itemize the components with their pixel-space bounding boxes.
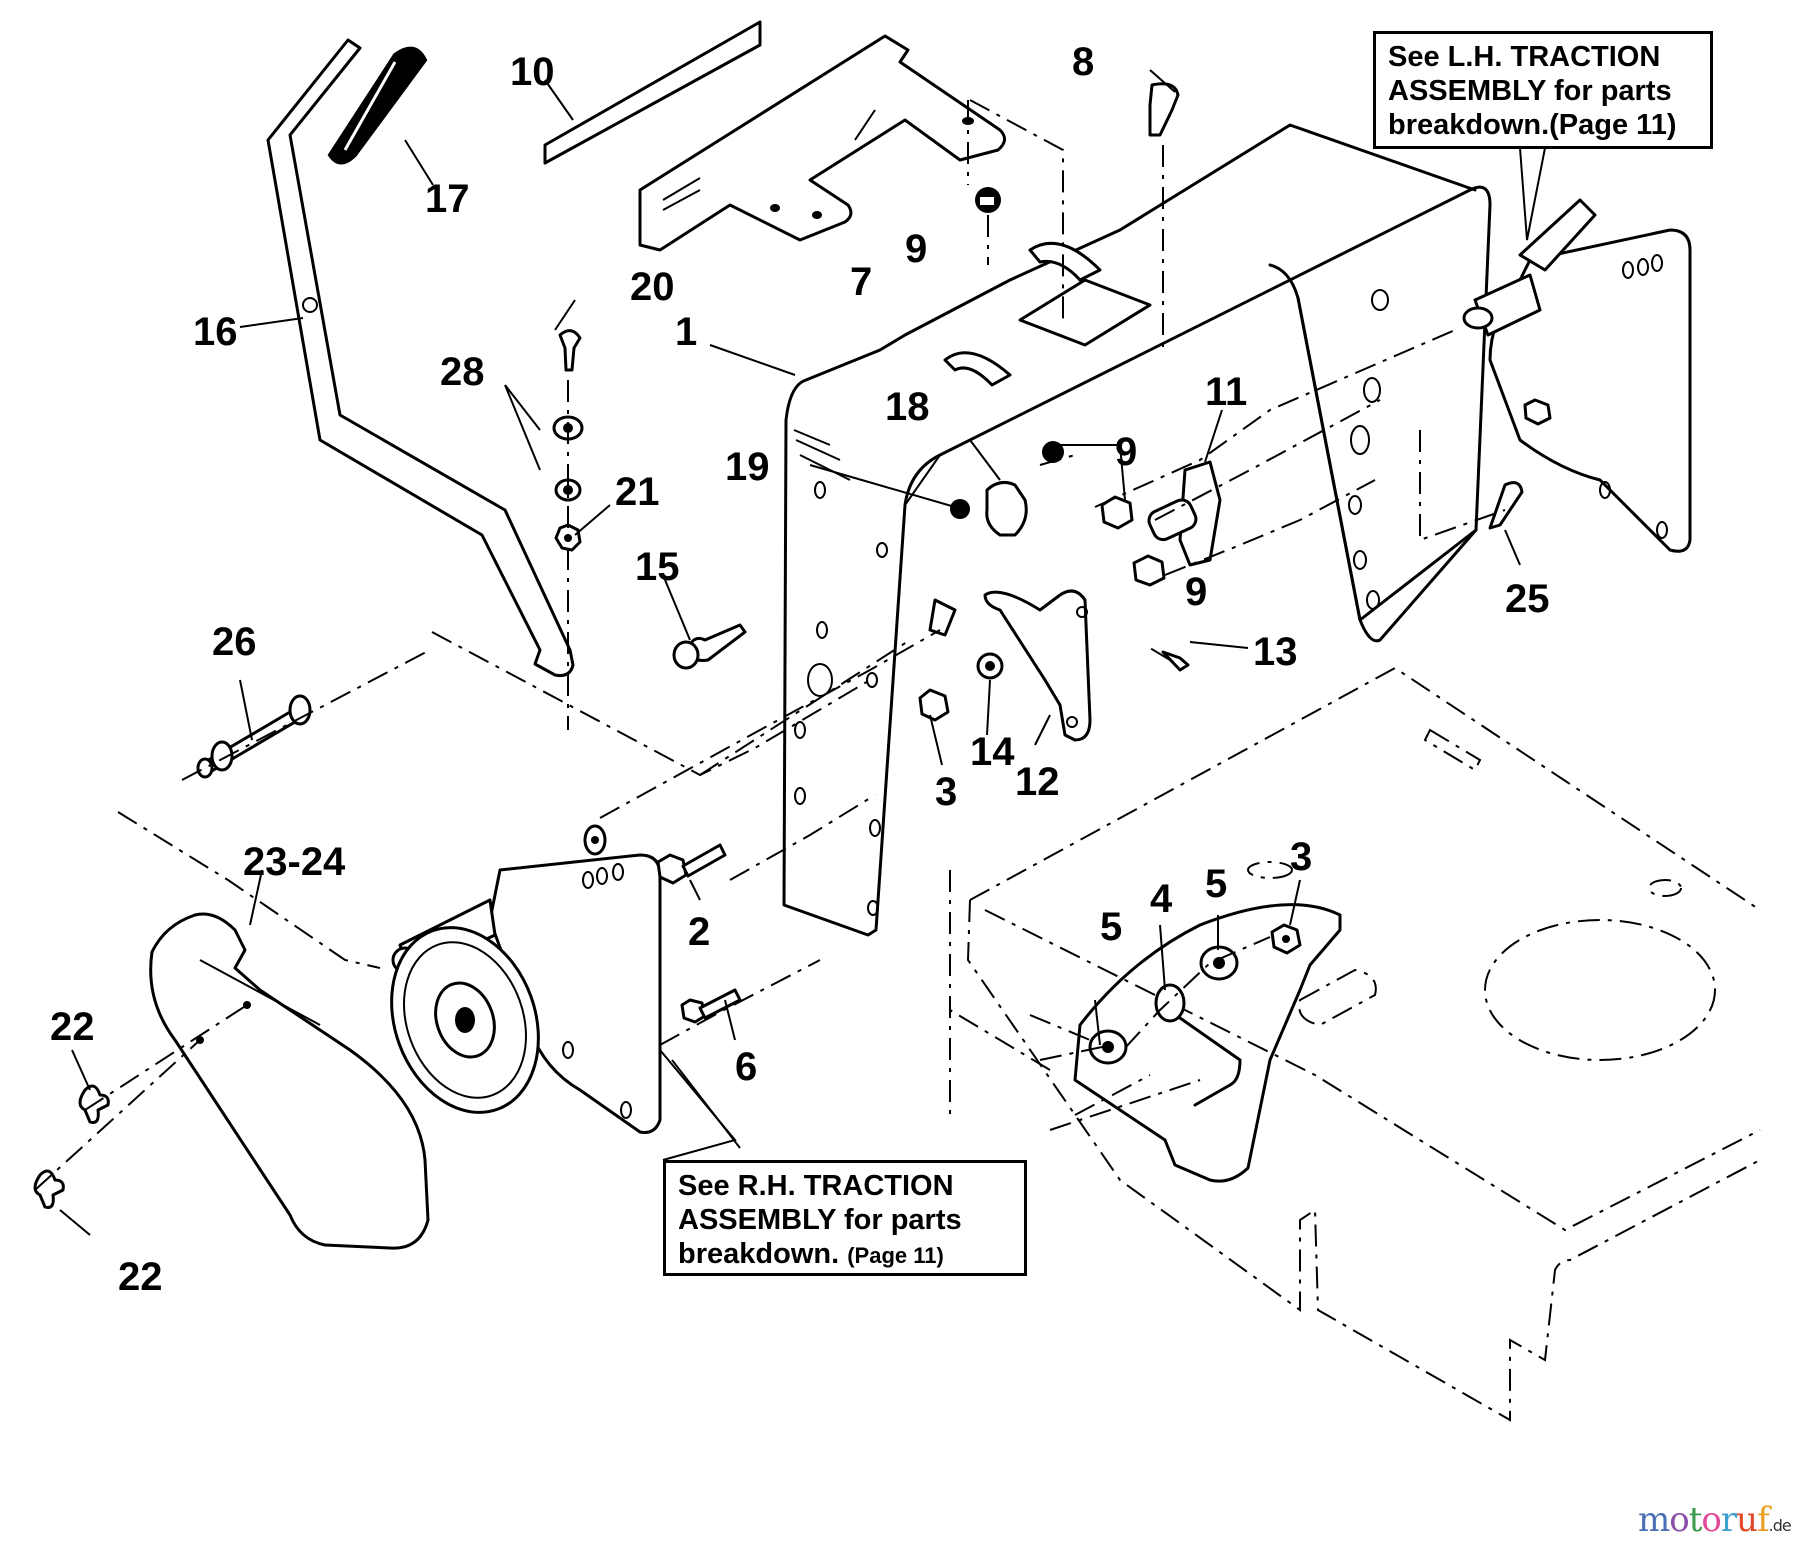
part-label-5: 5: [1100, 905, 1122, 949]
part-label-10: 10: [510, 50, 555, 94]
watermark-letter: u: [1736, 1500, 1758, 1540]
watermark-letter: t: [1688, 1500, 1703, 1540]
motoruf-watermark: motoruf.de: [1638, 1500, 1792, 1540]
rh-traction-callout: See R.H. TRACTION ASSEMBLY for parts bre…: [663, 1160, 1027, 1276]
callout-rh-line-3-main: breakdown.: [678, 1238, 840, 1270]
part-label-13: 13: [1253, 630, 1298, 674]
watermark-letter: o: [1669, 1500, 1690, 1540]
wing-nuts-part-22: [33, 1084, 110, 1209]
part-label-23-24: 23-24: [243, 840, 346, 884]
base-frame: [966, 666, 1761, 1422]
linkage-parts: [672, 460, 1524, 742]
watermark-tld: .de: [1768, 1516, 1792, 1535]
rh-traction-assembly: [390, 824, 742, 1134]
part-label-6: 6: [735, 1045, 757, 1089]
part-label-11: 11: [1205, 370, 1247, 414]
part-label-25: 25: [1505, 577, 1550, 621]
part-label-7: 7: [850, 260, 872, 304]
watermark-letter: m: [1638, 1500, 1670, 1540]
part-label-17: 17: [425, 177, 470, 221]
part-number-labels: 1 2 3 3 4 5 5 6 7 8 9 9 9 10 11 12 13 14…: [50, 40, 1550, 1299]
callout-rh-line-1: See R.H. TRACTION: [678, 1170, 954, 1202]
watermark-letter: r: [1720, 1500, 1737, 1540]
watermark-letter: o: [1701, 1500, 1722, 1540]
part-label-19: 19: [725, 445, 770, 489]
callout-lh-line-1: See L.H. TRACTION: [1388, 41, 1661, 73]
part-label-5: 5: [1205, 862, 1227, 906]
part-label-28: 28: [440, 350, 485, 394]
strip-part-10: [543, 20, 762, 165]
part-label-3: 3: [935, 770, 957, 814]
grip-part-17: [327, 46, 428, 165]
belt-cover-part-23-24: [149, 912, 430, 1250]
main-frame-part: [782, 123, 1492, 937]
part-label-26: 26: [212, 620, 257, 664]
part-label-21: 21: [615, 470, 660, 514]
part-label-18: 18: [885, 385, 930, 429]
watermark-brand: motoruf: [1638, 1500, 1770, 1540]
part-label-9: 9: [905, 227, 927, 271]
lh-traction-assembly: [1462, 198, 1692, 553]
part-label-8: 8: [1072, 40, 1094, 84]
part-label-15: 15: [635, 545, 680, 589]
leader-lines: [59, 69, 1546, 1236]
part-label-16: 16: [193, 310, 238, 354]
part-label-12: 12: [1015, 760, 1060, 804]
part-label-4: 4: [1150, 877, 1173, 921]
part-label-3: 3: [1290, 835, 1312, 879]
handle-part-16: [266, 38, 575, 677]
assembly-lines: [34, 99, 1506, 1191]
callout-rh-line-2: ASSEMBLY for parts: [678, 1204, 962, 1236]
part-label-9: 9: [1115, 430, 1137, 474]
callout-lh-line-2: ASSEMBLY for parts: [1388, 75, 1672, 107]
part-label-1: 1: [675, 310, 697, 354]
callout-lh-line-3: breakdown.(Page 11): [1388, 109, 1677, 141]
part-label-22: 22: [50, 1005, 95, 1049]
bracket-part-7: [638, 34, 1006, 252]
part-label-9: 9: [1185, 570, 1207, 614]
lh-traction-callout: See L.H. TRACTION ASSEMBLY for parts bre…: [1373, 31, 1713, 149]
callout-rh-page-ref: (Page 11): [847, 1243, 944, 1268]
part-label-2: 2: [688, 910, 710, 954]
part-label-22: 22: [118, 1255, 163, 1299]
watermark-letter: f: [1757, 1500, 1770, 1540]
part-label-14: 14: [970, 730, 1015, 774]
part-label-20: 20: [630, 265, 675, 309]
callout-rh-line-3: breakdown. (Page 11): [678, 1237, 1012, 1273]
bolt-part-26: [196, 694, 312, 779]
